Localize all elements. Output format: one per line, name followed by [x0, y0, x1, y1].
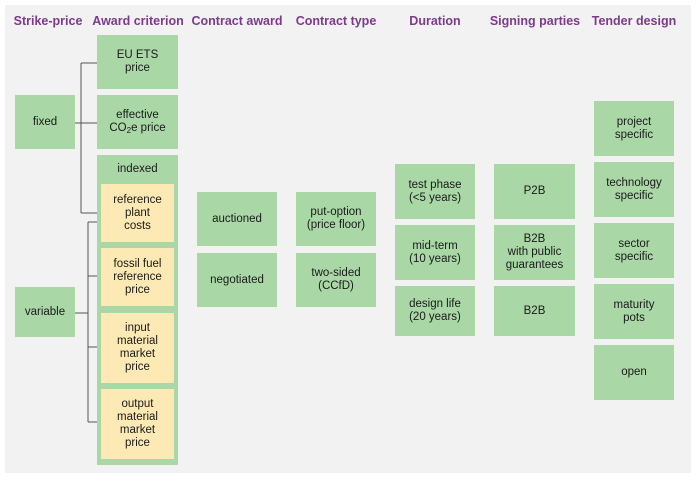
box-negotiated: negotiated: [197, 253, 277, 307]
label-fixed: fixed: [32, 115, 58, 128]
label-b2b: B2B: [523, 304, 546, 317]
label-20-years: (20 years): [409, 311, 461, 323]
box-output-material-market-price: output material market price: [101, 389, 174, 459]
label-indexed: indexed: [117, 163, 158, 175]
box-p2b: P2B: [494, 164, 575, 219]
label-co2e-price: CO2e price: [109, 122, 166, 135]
label-b2b-public: B2B: [523, 233, 546, 245]
label-input-material: material: [117, 335, 158, 347]
label-ccfd: (CCfD): [318, 280, 354, 292]
box-input-material-market-price: input material market price: [101, 313, 174, 383]
box-design-life: design life (20 years): [395, 286, 475, 336]
label-eu-ets: EU ETS: [116, 49, 159, 61]
label-output-material: material: [117, 411, 158, 423]
label-project-specific: specific: [614, 128, 654, 141]
label-price-floor: (price floor): [306, 219, 366, 231]
label-input-market: market: [119, 348, 156, 360]
label-sector: sector: [618, 237, 650, 250]
box-put-option: put-option (price floor): [296, 192, 376, 246]
label-10-years: (10 years): [409, 252, 461, 265]
box-b2b-public-guarantees: B2B with public guarantees: [494, 225, 575, 280]
header-signing-parties: Signing parties: [489, 14, 581, 28]
header-award-criterion: Award criterion: [92, 14, 184, 28]
label-fossil-reference: reference: [113, 270, 162, 283]
label-eu-ets-price: price: [125, 62, 150, 74]
label-p2b: P2B: [523, 185, 546, 197]
label-fossil-fuel: fossil fuel: [113, 257, 162, 270]
box-auctioned: auctioned: [197, 192, 277, 246]
box-effective-co2e-price: effective CO2e price: [97, 95, 178, 149]
label-guarantees: guarantees: [505, 259, 564, 271]
label-mid-term: mid-term: [412, 239, 458, 252]
label-costs: costs: [124, 219, 151, 232]
label-open: open: [621, 366, 647, 378]
label-output-price: price: [125, 437, 150, 449]
header-contract-type: Contract type: [295, 14, 377, 28]
label-input-price: price: [125, 361, 150, 373]
label-technology: technology: [606, 176, 662, 189]
label-negotiated: negotiated: [210, 273, 264, 286]
label-design-life: design life: [409, 298, 461, 310]
box-open: open: [594, 345, 674, 400]
label-output-market: market: [119, 424, 156, 436]
box-fixed: fixed: [15, 95, 75, 149]
label-effective: effective: [116, 109, 159, 121]
label-auctioned: auctioned: [212, 212, 262, 225]
label-output: output: [121, 398, 154, 410]
header-contract-award: Contract award: [191, 14, 283, 28]
label-put-option: put-option: [310, 206, 362, 218]
box-reference-plant-costs: reference plant costs: [101, 184, 174, 242]
label-fossil-price: price: [125, 283, 150, 296]
label-plant: plant: [125, 206, 150, 219]
label-technology-specific: specific: [614, 189, 654, 202]
label-maturity: maturity: [613, 298, 655, 311]
box-fossil-fuel-reference-price: fossil fuel reference price: [101, 248, 174, 306]
box-sector-specific: sector specific: [594, 223, 674, 278]
label-under-5-years: (<5 years): [408, 191, 462, 204]
box-mid-term: mid-term (10 years): [395, 225, 475, 280]
box-technology-specific: technology specific: [594, 162, 674, 217]
header-strike-price: Strike-price: [13, 14, 83, 28]
label-with-public: with public: [507, 246, 562, 258]
label-variable: variable: [24, 305, 66, 318]
box-b2b: B2B: [494, 286, 575, 336]
box-maturity-pots: maturity pots: [594, 284, 674, 339]
label-project: project: [616, 115, 652, 128]
box-eu-ets-price: EU ETS price: [97, 35, 178, 89]
label-test-phase: test phase: [408, 178, 462, 191]
box-test-phase: test phase (<5 years): [395, 164, 475, 219]
box-variable: variable: [15, 287, 75, 337]
header-tender-design: Tender design: [591, 14, 677, 28]
box-two-sided: two-sided (CCfD): [296, 253, 376, 307]
label-reference: reference: [113, 193, 162, 206]
header-duration: Duration: [409, 14, 461, 28]
label-pots: pots: [623, 311, 645, 324]
box-project-specific: project specific: [594, 101, 674, 156]
label-input: input: [125, 322, 150, 334]
label-two-sided: two-sided: [311, 267, 361, 279]
label-sector-specific: specific: [614, 250, 654, 263]
